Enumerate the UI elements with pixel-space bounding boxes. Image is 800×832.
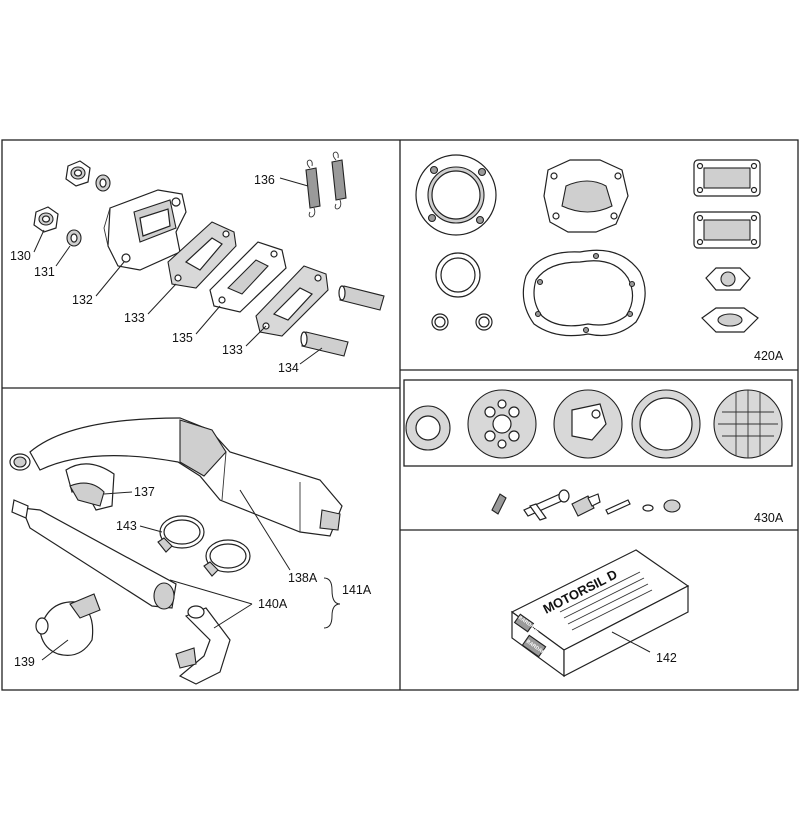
round-cap-icon [663, 499, 681, 513]
o-ring-small-right-icon [475, 313, 493, 331]
flange-part-132-icon [103, 189, 187, 271]
exhaust-elbow-icon [175, 605, 231, 685]
label-130: 130 [10, 249, 31, 263]
spring-part-136-icon [305, 151, 347, 218]
leader-lines-exhaust [41, 489, 341, 661]
leader-line-142 [611, 631, 651, 653]
carb-ring-gasket-icon [405, 405, 451, 451]
diagram-frames [1, 139, 799, 691]
silencer-part-140a-icon [11, 499, 177, 610]
panel-sealant: MOTORSIL D BARDAHL BARDAHL [510, 549, 690, 678]
label-141a: 141A [342, 583, 372, 597]
label-132: 132 [72, 293, 93, 307]
manifold-part-139-icon [35, 593, 101, 656]
base-gasket-icon [543, 159, 629, 233]
o-ring-large-icon [435, 252, 481, 298]
leader-lines-intake [33, 177, 323, 365]
label-133-a: 133 [124, 311, 145, 325]
reed-gasket-lower-icon [693, 211, 761, 249]
hose-clamp-part-143-icon [157, 515, 205, 553]
label-137: 137 [134, 485, 155, 499]
label-135: 135 [172, 331, 193, 345]
panel-kit-430a [405, 389, 783, 521]
label-138a: 138A [288, 571, 318, 585]
label-142: 142 [656, 651, 677, 665]
label-kit-420a: 420A [754, 349, 784, 363]
float-needle-icon [605, 499, 631, 515]
label-kit-430a: 430A [754, 511, 784, 525]
carb-diaphragm-textured-icon [713, 389, 783, 459]
bracket-part-137-icon [65, 463, 115, 511]
pin-part-134-upper-icon [338, 285, 385, 311]
part-labels: 130 131 132 133 135 133 134 136 420A 430… [10, 173, 784, 669]
expansion-chamber-part-138a-icon [9, 417, 343, 537]
label-139: 139 [14, 655, 35, 669]
gasket-part-133-a-icon [167, 221, 237, 289]
o-ring-small-left-icon [431, 313, 449, 331]
label-131: 131 [34, 265, 55, 279]
kit-430a-inner-frame [403, 379, 793, 467]
label-140a: 140A [258, 597, 288, 611]
exhaust-flange-gasket-icon [705, 267, 751, 291]
label-134: 134 [278, 361, 299, 375]
small-washer-icon [642, 504, 654, 512]
label-143: 143 [116, 519, 137, 533]
intake-flange-gasket-icon [701, 307, 759, 333]
hose-clamp-second-icon [203, 539, 251, 577]
head-gasket-icon [415, 154, 497, 236]
panel-kit-420a [415, 154, 761, 337]
needle-valve-icon [523, 489, 570, 521]
label-136: 136 [254, 173, 275, 187]
washer-upper-icon [95, 174, 111, 192]
screw-spring-icon [491, 493, 507, 515]
panel-intake [33, 151, 385, 365]
sealant-box-part-142-icon [510, 549, 690, 678]
panel-exhaust [9, 417, 343, 685]
washer-part-131-icon [66, 229, 82, 247]
nut-part-130-icon [33, 206, 59, 233]
jet-fitting-icon [571, 493, 601, 517]
carb-diaphragm-shaped-icon [553, 389, 623, 459]
carb-ring-gasket-large-icon [631, 389, 701, 459]
carb-diaphragm-perforated-icon [467, 389, 537, 459]
reed-gasket-upper-icon [693, 159, 761, 197]
nut-upper-icon [65, 160, 91, 187]
clutch-cover-gasket-icon [522, 249, 646, 337]
label-133-b: 133 [222, 343, 243, 357]
pin-part-134-lower-icon [300, 331, 349, 357]
spacer-part-135-icon [209, 241, 287, 313]
